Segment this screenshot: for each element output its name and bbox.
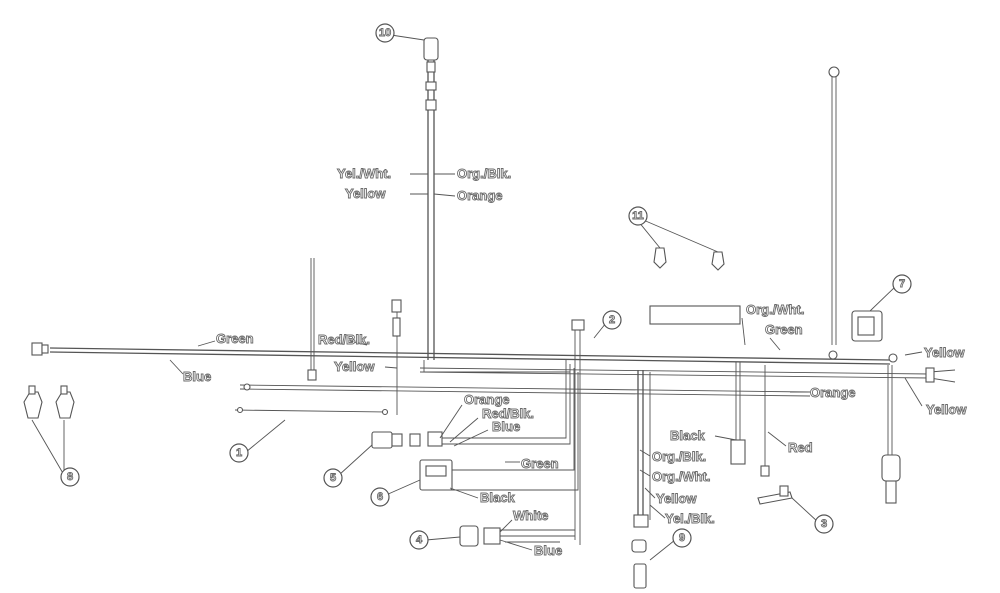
- callout-number-3: 3: [821, 518, 827, 530]
- main-harness: [31, 342, 956, 416]
- label-orange-top: Orange: [457, 188, 503, 203]
- callout-number-2: 2: [609, 314, 615, 326]
- right-terminal: [925, 367, 935, 383]
- connector-item-4: [459, 525, 479, 547]
- top-right-ring-terminal: [828, 66, 840, 78]
- callout-circle-6: [370, 487, 390, 507]
- callout-circle-2: [602, 310, 622, 330]
- ring-terminal-lower-mid: [381, 408, 389, 416]
- callout-number-5: 5: [330, 472, 336, 484]
- label-yellow-top: Yellow: [345, 186, 386, 201]
- components: [23, 247, 883, 589]
- terminal-item-8-left: [23, 391, 43, 419]
- callout-number-4: 4: [416, 534, 423, 546]
- lower-connector: [633, 514, 649, 528]
- callout-circle-4: [409, 530, 429, 550]
- ring-terminal-left: [243, 383, 251, 391]
- callout-circle-11: [628, 206, 648, 226]
- left-terminal-tip: [41, 344, 49, 354]
- label-org-wht-bottom: Org./Wht.: [652, 469, 711, 484]
- terminal-item-11-right: [711, 251, 725, 271]
- bottom-right-plug: [881, 454, 901, 482]
- label-orange-mid: Orange: [464, 392, 510, 407]
- callouts: 10 2 7 11 1 5 6 4 8 9 3: [60, 23, 912, 550]
- left-terminal-plug: [31, 342, 43, 356]
- label-blue-mid: Blue: [492, 419, 520, 434]
- label-red-blk-mid: Red/Blk.: [482, 406, 534, 421]
- fuse-holder-item-9: [633, 563, 647, 589]
- label-blue-bottom: Blue: [534, 543, 562, 558]
- callout-circle-8: [60, 467, 80, 487]
- top-vertical-branch: [423, 37, 570, 373]
- terminal-item-8-right: [55, 391, 75, 419]
- label-red-right: Red: [788, 440, 813, 455]
- label-red-blk-left: Red/Blk.: [318, 332, 370, 347]
- callout-number-7: 7: [899, 278, 905, 290]
- label-yellow-right-bottom: Yellow: [926, 402, 967, 417]
- callout-number-9: 9: [679, 532, 685, 544]
- label-yel-wht-top: Yel./Wht.: [337, 166, 391, 181]
- leader-lines: [169, 173, 923, 551]
- ring-terminal-lower-left: [236, 406, 244, 414]
- callout-circle-3: [814, 514, 834, 534]
- callout-circle-9: [672, 528, 692, 548]
- black-connector: [730, 439, 746, 465]
- left-vertical-branch: [307, 258, 402, 415]
- callout-number-6: 6: [377, 491, 383, 503]
- label-yellow-right-top: Yellow: [924, 345, 965, 360]
- callout-circle-7: [892, 274, 912, 294]
- red-blk-connector: [391, 299, 402, 313]
- callout-number-11: 11: [632, 210, 644, 222]
- connector-item-5: [371, 431, 393, 449]
- label-blue: Blue: [183, 369, 211, 384]
- connector-item-4-housing: [483, 527, 501, 545]
- callout-number-1: 1: [236, 447, 242, 459]
- label-green-right: Green: [765, 322, 803, 337]
- callout-number-8: 8: [67, 471, 73, 483]
- terminal-item-11-left: [653, 247, 667, 269]
- mid-drop-wires: [440, 319, 585, 545]
- callout-leaders: [31, 34, 897, 561]
- top-connector-plug: [423, 37, 439, 61]
- callout-circle-10: [375, 23, 395, 43]
- label-white: White: [513, 508, 548, 523]
- label-green-mid: Green: [521, 456, 559, 471]
- label-orange-right: Orange: [810, 385, 856, 400]
- callout-circle-1: [229, 443, 249, 463]
- callout-number-10: 10: [379, 27, 391, 39]
- label-org-wht-right: Org./Wht.: [746, 302, 805, 317]
- label-org-blk-top: Org./Blk.: [457, 166, 511, 181]
- label-green-left: Green: [216, 331, 254, 346]
- label-org-blk-bottom: Org./Blk.: [652, 449, 706, 464]
- right-vertical-branches: [633, 66, 901, 528]
- mounting-plate: [649, 305, 741, 325]
- label-yel-blk-bottom: Yel./Blk.: [665, 511, 715, 526]
- wire-labels: Green Blue Red/Blk. Yellow Yel./Wht. Yel…: [183, 166, 968, 559]
- callout-circle-5: [323, 468, 343, 488]
- label-black-mid: Black: [480, 490, 515, 505]
- label-black-right: Black: [670, 428, 705, 443]
- label-yellow-bottom: Yellow: [656, 491, 697, 506]
- label-yellow-left: Yellow: [334, 359, 375, 374]
